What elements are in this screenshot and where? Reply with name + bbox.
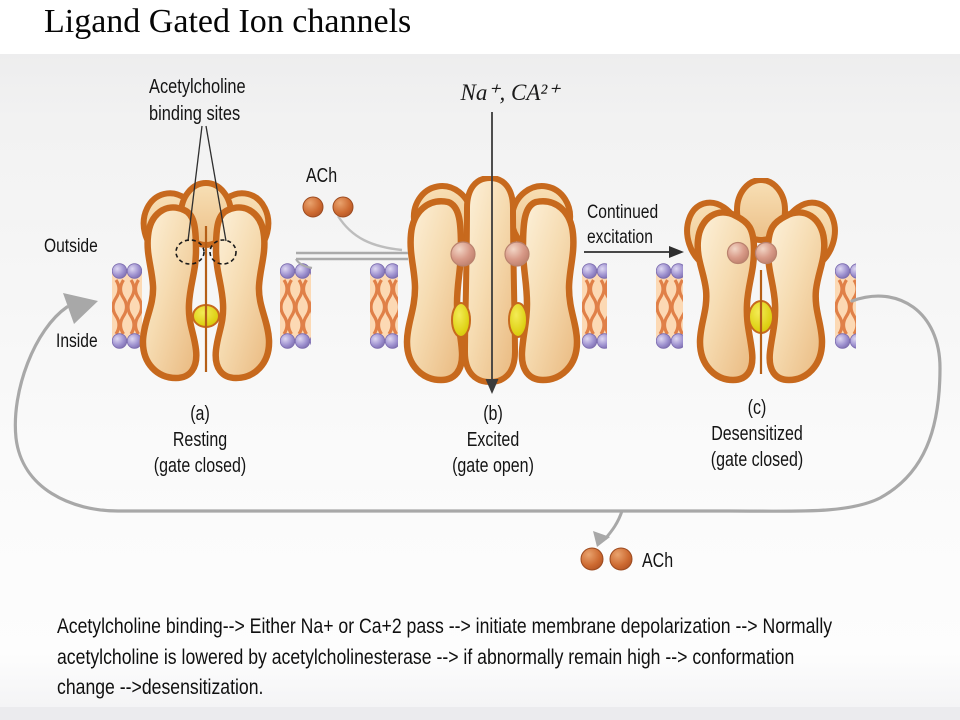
bound-ach-sphere bbox=[504, 241, 530, 267]
bound-ach-sphere bbox=[450, 241, 476, 267]
footer-strip bbox=[0, 707, 960, 720]
caption-a-state: Resting bbox=[172, 429, 228, 451]
recycle-loop-arrow bbox=[13, 294, 942, 513]
ach-molecule bbox=[332, 196, 354, 218]
diagram-panel bbox=[0, 54, 960, 720]
ach-molecule bbox=[580, 547, 604, 571]
caption-b-gate: (gate open) bbox=[452, 455, 534, 477]
ion-label: Na⁺, CA²⁺ bbox=[460, 80, 560, 105]
membrane-segment bbox=[280, 262, 311, 350]
caption-a-letter: (a) bbox=[190, 403, 210, 425]
binding-sites-line2: binding sites bbox=[149, 101, 241, 125]
membrane-segment bbox=[582, 262, 607, 350]
caption-a-gate: (gate closed) bbox=[153, 455, 247, 477]
receptor-subunit-right bbox=[764, 209, 828, 384]
caption-c-letter: (c) bbox=[747, 397, 767, 419]
ach-molecule bbox=[302, 196, 324, 218]
outside-label: Outside bbox=[44, 234, 111, 259]
caption-channel-c: (c) Desensitized (gate closed) bbox=[677, 395, 837, 473]
binding-sites-label: Acetylcholine binding sites bbox=[149, 74, 270, 127]
ach-release-arrow bbox=[603, 510, 624, 540]
membrane-segment bbox=[112, 262, 142, 350]
outside-label-text: Outside bbox=[44, 235, 98, 257]
ach-label-top-text: ACh bbox=[306, 165, 338, 187]
binding-site-circle bbox=[209, 239, 237, 265]
inside-label: Inside bbox=[56, 329, 108, 354]
ach-label-bottom-text: ACh bbox=[642, 550, 674, 572]
continued-excitation-label: Continued excitation bbox=[587, 200, 676, 251]
binding-site-pointer bbox=[205, 125, 227, 242]
recycle-loop-arrowhead bbox=[63, 293, 98, 324]
ion-flow-arrowhead bbox=[485, 379, 499, 394]
receptor-subunit-right bbox=[518, 198, 581, 384]
equilibrium-arrow-barb bbox=[295, 258, 313, 270]
summary-text: Acetylcholine binding--> Either Na+ or C… bbox=[57, 612, 905, 704]
binding-site-pointer bbox=[187, 125, 203, 242]
binding-sites-line1: Acetylcholine bbox=[149, 75, 246, 98]
ach-label-bottom: ACh bbox=[642, 548, 681, 574]
ach-release-arrowhead bbox=[593, 531, 610, 547]
summary-line3: change -->desensitization. bbox=[57, 676, 264, 699]
ion-channel-c bbox=[684, 178, 838, 384]
caption-channel-b: (b) Excited (gate open) bbox=[413, 401, 573, 479]
membrane-segment bbox=[656, 262, 683, 350]
ach-label-top: ACh bbox=[306, 163, 345, 189]
continued-line2: excitation bbox=[587, 226, 653, 249]
continued-line1: Continued bbox=[587, 201, 659, 223]
summary-line1: Acetylcholine binding--> Either Na+ or C… bbox=[57, 615, 833, 638]
caption-b-state: Excited bbox=[466, 429, 520, 451]
ach-binding-curve bbox=[336, 215, 403, 252]
inside-label-text: Inside bbox=[56, 330, 98, 352]
channel-gate-open bbox=[508, 302, 528, 338]
annotation-overlay bbox=[13, 112, 942, 571]
channel-gate-open bbox=[451, 302, 471, 338]
receptor-subunit-left bbox=[139, 204, 200, 382]
bound-ach-sphere bbox=[726, 241, 750, 265]
caption-c-state: Desensitized bbox=[711, 423, 803, 445]
ion-channel-b bbox=[403, 176, 581, 385]
binding-site-circle bbox=[175, 239, 205, 265]
ach-molecule bbox=[609, 547, 633, 571]
caption-b-letter: (b) bbox=[483, 403, 503, 425]
caption-c-gate: (gate closed) bbox=[710, 449, 804, 471]
summary-line2: acetylcholine is lowered by acetylcholin… bbox=[57, 645, 795, 669]
continued-excitation-arrowhead bbox=[669, 246, 684, 258]
membrane-segment bbox=[835, 262, 856, 350]
receptor-subunit-right bbox=[212, 204, 273, 382]
membrane-segment bbox=[370, 262, 398, 350]
bound-ach-sphere bbox=[754, 241, 778, 265]
caption-channel-a: (a) Resting (gate closed) bbox=[120, 401, 280, 479]
page-title: Ligand Gated Ion channels bbox=[44, 3, 412, 40]
